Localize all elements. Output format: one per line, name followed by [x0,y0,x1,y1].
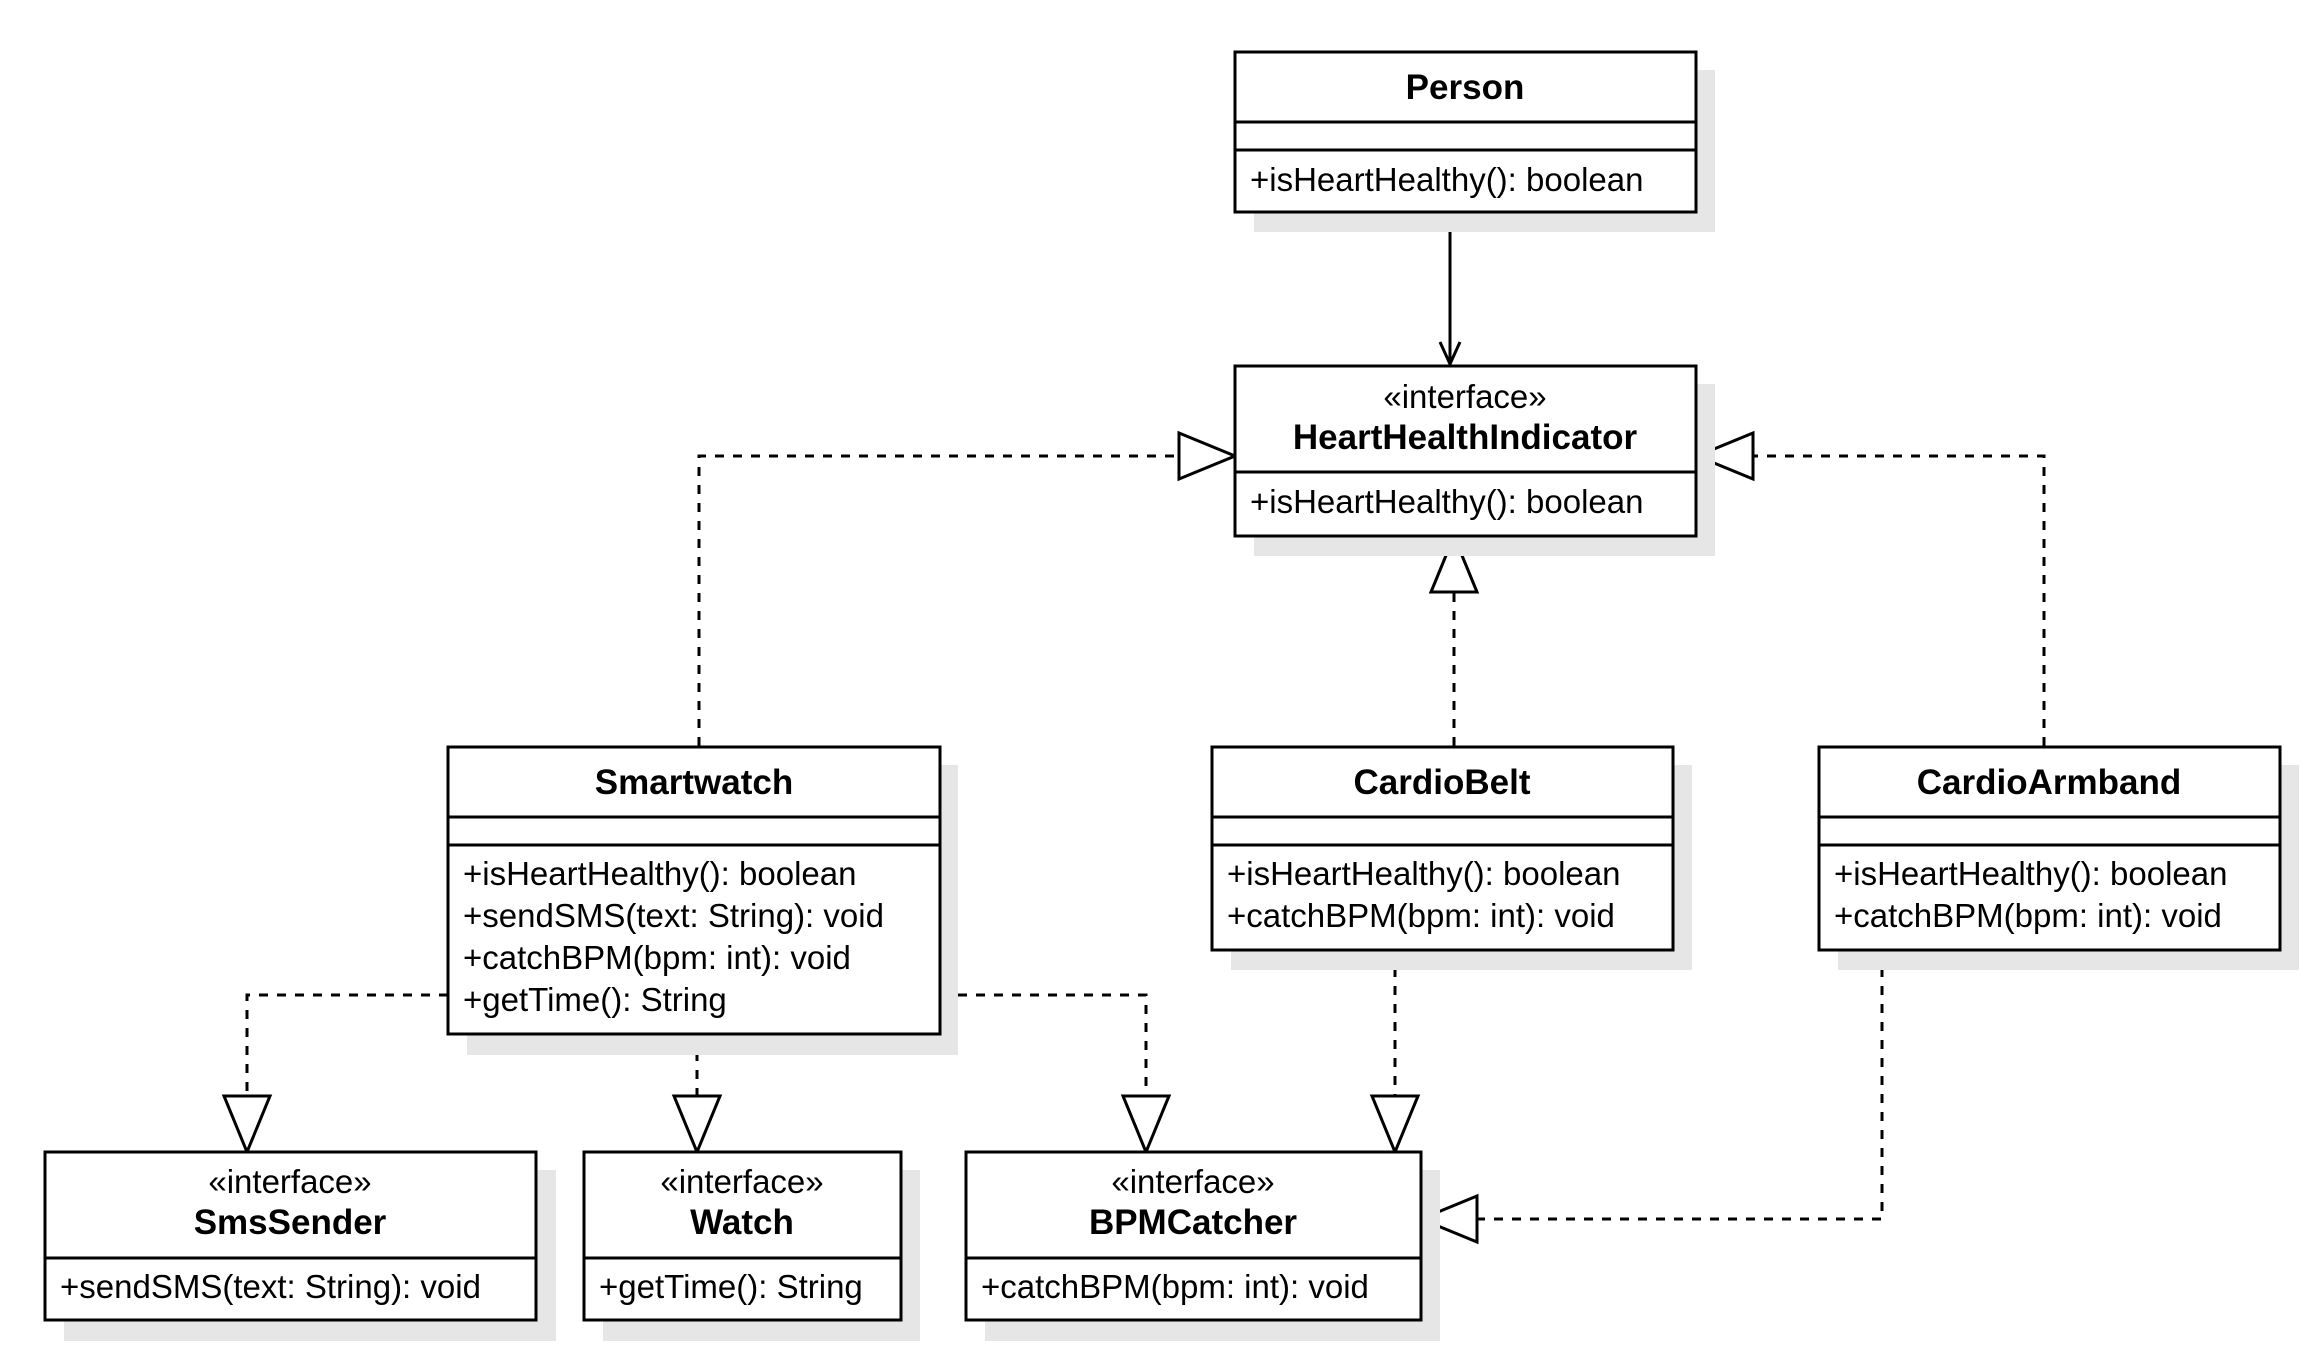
realization-smartwatch-to-bpmcatcher[interactable] [940,993,1172,1156]
interface-bpmcatcher[interactable]: «interface» BPMCatcher +catchBPM(bpm: in… [964,1150,1440,1341]
method: +isHeartHealthy(): boolean [1250,483,1643,520]
method: +getTime(): String [599,1268,863,1305]
class-name: Smartwatch [595,763,793,802]
method: +isHeartHealthy(): boolean [1250,161,1643,198]
realization-cardiobelt-to-bpmcatcher[interactable] [1369,950,1421,1156]
realization-smartwatch-to-watch[interactable] [671,1034,723,1156]
interface-smssender[interactable]: «interface» SmsSender +sendSMS(text: Str… [43,1150,556,1341]
stereotype-label: «interface» [208,1163,371,1200]
method: +isHeartHealthy(): boolean [1227,855,1620,892]
class-name: Person [1406,68,1525,107]
method: +catchBPM(bpm: int): void [1834,897,2222,934]
realization-cardiobelt-to-hearthealthindicator[interactable] [1428,532,1480,746]
realization-cardioarmband-to-hearthealthindicator[interactable] [1693,430,2046,746]
interface-watch[interactable]: «interface» Watch +getTime(): String [582,1150,920,1341]
realization-smartwatch-to-smssender[interactable] [221,993,448,1156]
class-name: CardioBelt [1354,763,1531,802]
relations [221,213,2046,1245]
interface-name: BPMCatcher [1089,1203,1297,1242]
interface-name: SmsSender [194,1203,387,1242]
method: +getTime(): String [463,981,727,1018]
class-name: CardioArmband [1917,763,2181,802]
method: +sendSMS(text: String): void [463,897,884,934]
class-smartwatch[interactable]: Smartwatch +isHeartHealthy(): boolean +s… [446,745,958,1055]
class-cardiobelt[interactable]: CardioBelt +isHeartHealthy(): boolean +c… [1210,745,1692,970]
method: +sendSMS(text: String): void [60,1268,481,1305]
method: +catchBPM(bpm: int): void [463,939,851,976]
method: +catchBPM(bpm: int): void [1227,897,1615,934]
realization-smartwatch-to-hearthealthindicator[interactable] [697,430,1239,746]
stereotype-label: «interface» [660,1163,823,1200]
stereotype-label: «interface» [1111,1163,1274,1200]
stereotype-label: «interface» [1383,378,1546,415]
interface-name: HeartHealthIndicator [1293,418,1638,457]
interface-hearthealthindicator[interactable]: «interface» HeartHealthIndicator +isHear… [1233,364,1715,556]
method: +catchBPM(bpm: int): void [981,1268,1369,1305]
method: +isHeartHealthy(): boolean [1834,855,2227,892]
interface-name: Watch [690,1203,794,1242]
realization-cardioarmband-to-bpmcatcher[interactable] [1417,950,1884,1245]
method: +isHeartHealthy(): boolean [463,855,856,892]
class-person[interactable]: Person +isHeartHealthy(): boolean [1233,50,1715,232]
class-cardioarmband[interactable]: CardioArmband +isHeartHealthy(): boolean… [1817,745,2299,970]
association-person-to-hearthealthindicator[interactable] [1438,213,1462,368]
